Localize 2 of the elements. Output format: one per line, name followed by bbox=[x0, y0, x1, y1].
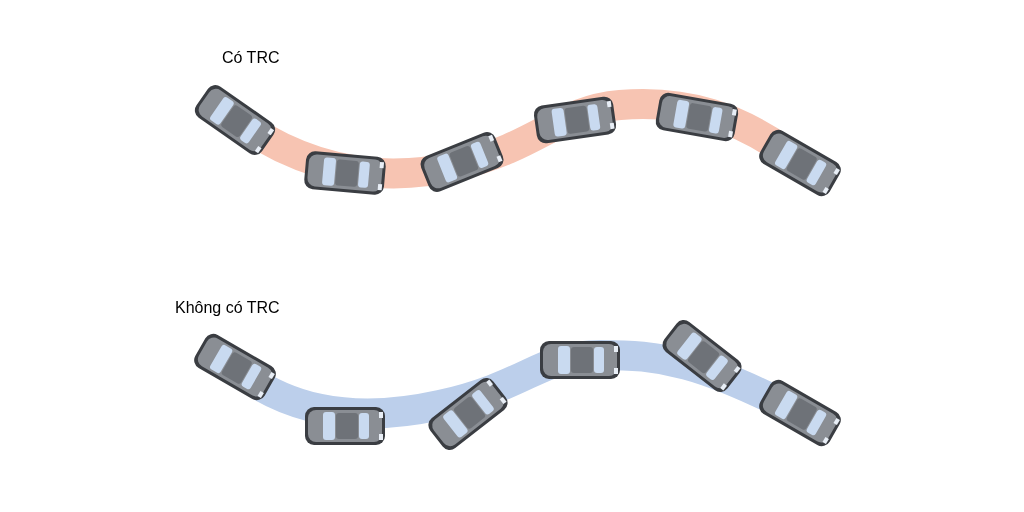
caption-label: Không có TRC bbox=[175, 298, 280, 318]
caption-label: Có TRC bbox=[222, 48, 280, 68]
